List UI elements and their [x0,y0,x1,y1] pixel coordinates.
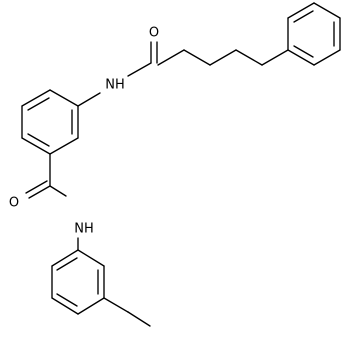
bond [209,49,237,66]
atom-label-nh: NH [74,222,94,237]
alkyl-chain [157,49,289,66]
aromatic-inner-bond [293,45,314,58]
aromatic-inner-bond [56,293,78,307]
atom-label-nh: NH [105,78,125,93]
double-bond-line [25,180,48,194]
bond [77,249,105,267]
bond [261,49,289,66]
bond [235,49,263,66]
methyl-bond [103,297,129,313]
bond [77,297,105,315]
bond [21,137,51,155]
bond [127,62,152,77]
bond [287,2,315,19]
double-bond-line [28,185,51,199]
aromatic-inner-bond [293,10,314,23]
phenyl-ring [287,2,341,66]
central-benzene-ring [21,89,79,155]
aromatic-inner-bond [56,257,78,271]
bond [313,49,341,66]
bond [49,185,67,197]
bond [77,92,101,107]
bond [313,2,341,19]
bond [157,49,185,66]
bond [49,137,79,155]
aromatic-inner-bond [27,133,50,147]
atom-label-oxygen: O [149,26,159,41]
atom-label-oxygen: O [9,196,19,211]
top-carbonyl [127,41,158,77]
bond [21,89,51,107]
bottom-carbonyl [25,180,67,199]
methyl-bond [127,311,151,327]
bond [51,297,79,315]
bond [51,249,79,267]
bond [183,49,211,66]
bond [287,49,315,66]
aromatic-inner-bond [27,97,50,111]
tolyl-ring [51,249,105,315]
bond [49,89,79,107]
